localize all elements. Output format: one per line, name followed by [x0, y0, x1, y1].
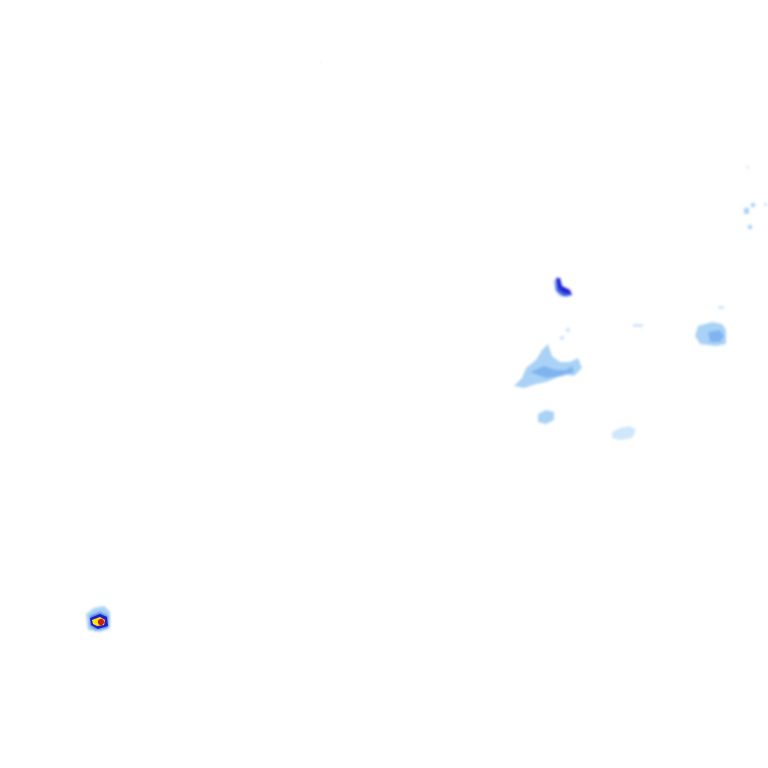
echo-band-central	[514, 328, 582, 388]
echo-cell-heavy-north	[554, 278, 572, 297]
echo-storm-cell-southwest	[86, 606, 110, 632]
echo-cluster-east-edge	[744, 166, 767, 229]
echo-cluster-south	[538, 410, 636, 440]
echo-speck-north	[320, 62, 321, 63]
echo-cluster-east	[633, 306, 726, 346]
